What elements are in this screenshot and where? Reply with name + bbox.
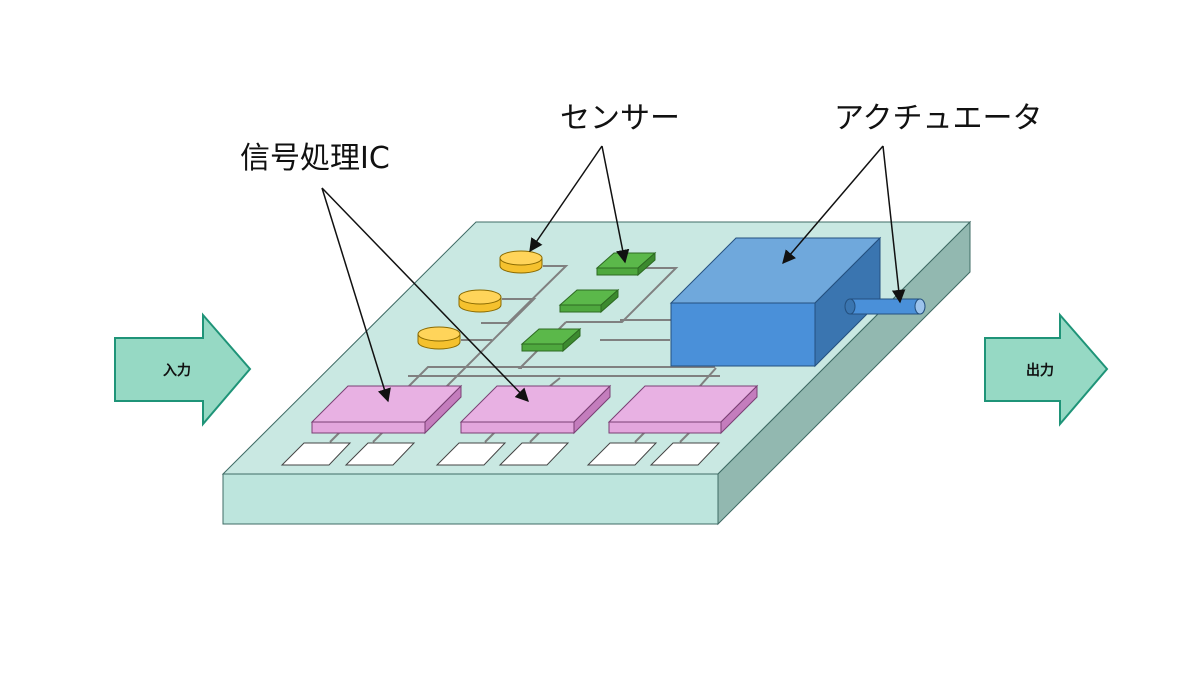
output-label: 出力 bbox=[1026, 362, 1054, 379]
contact-pad bbox=[649, 442, 721, 466]
sensor-cylinder bbox=[458, 289, 502, 313]
right-arrow-icon bbox=[984, 312, 1109, 427]
contact-pad bbox=[586, 442, 658, 466]
leader-lines bbox=[321, 145, 906, 403]
sensor-chip bbox=[520, 327, 582, 353]
sensor-leader bbox=[529, 145, 603, 253]
input-label: 入力 bbox=[163, 362, 191, 379]
signal-ic-leader bbox=[321, 187, 391, 403]
signal-ic bbox=[459, 384, 612, 435]
contact-pad bbox=[280, 442, 352, 466]
sensor-cylinder bbox=[417, 326, 461, 350]
actuator-front bbox=[670, 302, 816, 367]
signal-ic bbox=[607, 384, 759, 435]
actuator-shaft bbox=[844, 298, 926, 315]
input-arrow: 入力 bbox=[114, 312, 252, 427]
actuator-label: アクチュエータ bbox=[834, 101, 1043, 136]
output-arrow: 出力 bbox=[984, 312, 1109, 427]
contact-pad bbox=[435, 442, 507, 466]
sensor-cylinders bbox=[417, 250, 543, 350]
signal-ic bbox=[310, 384, 463, 435]
board-front bbox=[222, 473, 719, 525]
wiring bbox=[329, 265, 720, 443]
actuator-leader bbox=[882, 145, 906, 304]
signal-ics bbox=[310, 384, 759, 435]
contact-pad bbox=[498, 442, 570, 466]
sensor-chip bbox=[558, 288, 620, 314]
contact-pads bbox=[280, 442, 721, 466]
sensor-chips bbox=[520, 251, 657, 353]
actuator-leader bbox=[782, 145, 884, 265]
contact-pad bbox=[344, 442, 416, 466]
right-arrow-icon bbox=[114, 312, 252, 427]
actuator bbox=[669, 236, 926, 368]
sensor-label: センサー bbox=[560, 101, 680, 136]
signal-ic-label: 信号処理IC bbox=[240, 141, 390, 176]
signal-ic-leader bbox=[321, 187, 529, 402]
sensor-cylinder bbox=[499, 250, 543, 274]
sensor-leader bbox=[601, 145, 630, 264]
